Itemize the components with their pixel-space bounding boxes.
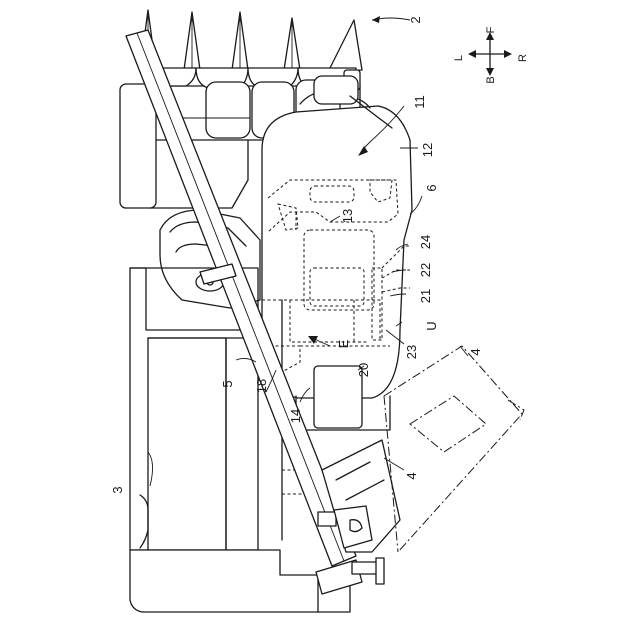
compass-left-label: L <box>453 55 465 61</box>
ref-20: 20 <box>356 363 371 377</box>
ref-22: 22 <box>418 263 433 277</box>
hatch-open-phantom <box>384 346 524 552</box>
ref-12: 12 <box>420 143 435 157</box>
ref-23: 23 <box>404 345 419 359</box>
direction-compass: F B L R <box>453 26 529 83</box>
ref-11: 11 <box>412 95 427 109</box>
ref-3: 3 <box>110 486 125 493</box>
ref-E: E <box>336 339 351 348</box>
ref-24: 24 <box>418 235 433 249</box>
ref-21: 21 <box>418 289 433 303</box>
ref-13: 13 <box>340 209 355 223</box>
ref-18: 18 <box>254 379 269 393</box>
cabin-outline <box>262 76 412 398</box>
compass-right-label: R <box>517 54 529 62</box>
ref-4-chute: 4 <box>404 472 419 479</box>
ref-6: 6 <box>424 184 439 191</box>
compass-front-label: F <box>485 26 497 33</box>
ref-U: U <box>424 321 439 330</box>
ref-2: 2 <box>408 16 423 23</box>
compass-back-label: B <box>485 76 497 83</box>
ref-4-hatch: 4 <box>468 348 483 355</box>
ref-14: 14 <box>288 409 303 423</box>
crop-divider <box>140 10 362 72</box>
ref-5: 5 <box>220 380 235 387</box>
